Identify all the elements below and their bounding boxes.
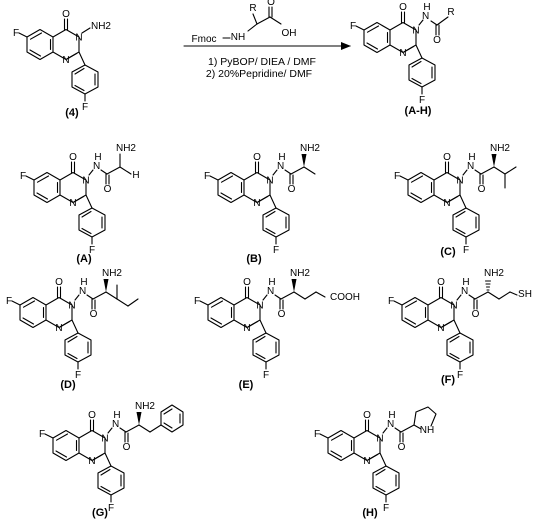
condition-step-2: 2) 20%Pepridine/ DMF [206,68,312,80]
compound-e: COOH (E) [193,268,360,391]
label-c: (C) [440,246,456,258]
pyrrolidine-nh: NH [420,425,434,436]
label-4: (4) [65,107,79,119]
label-e: (E) [239,379,254,391]
carboxylic-acid: COOH [330,292,360,303]
compound-g: (G) [38,401,184,519]
product-r: R [447,7,454,18]
fmoc-amino-acid: R O OH NH Fmoc [192,0,297,45]
label-b: (B) [246,253,262,265]
product-nh: N H [422,2,432,22]
starting-material-4: NH2 (4) [12,8,111,119]
label-f: (F) [441,374,455,386]
label-a: (A) [76,253,92,265]
alpha-nh: NH [231,32,245,43]
label-h: (H) [362,507,378,519]
hydrazine-nh2: NH2 [91,21,111,32]
product-oxygen: O [433,35,441,46]
compound-b: (B) [203,143,321,265]
glycine-h: H [132,170,139,181]
compound-f: SH (F) [387,267,532,386]
compound-d: (D) [5,268,139,391]
compound-h: NH (H) [313,406,437,519]
side-chain-r: R [249,3,256,14]
compound-c: (C) [393,143,517,258]
compound-a: H (A) [19,142,140,265]
acid-oh: OH [282,28,297,39]
thiol: SH [518,289,532,300]
fmoc-group: Fmoc [192,34,217,45]
label-g: (G) [92,507,108,519]
label-d: (D) [60,379,76,391]
label-a-h: (A-H) [405,105,432,117]
product-a-h: N H O R (A-H) [349,1,455,117]
condition-step-1: 1) PyBOP/ DIEA / DMF [208,56,316,68]
acid-oxygen: O [267,0,275,8]
